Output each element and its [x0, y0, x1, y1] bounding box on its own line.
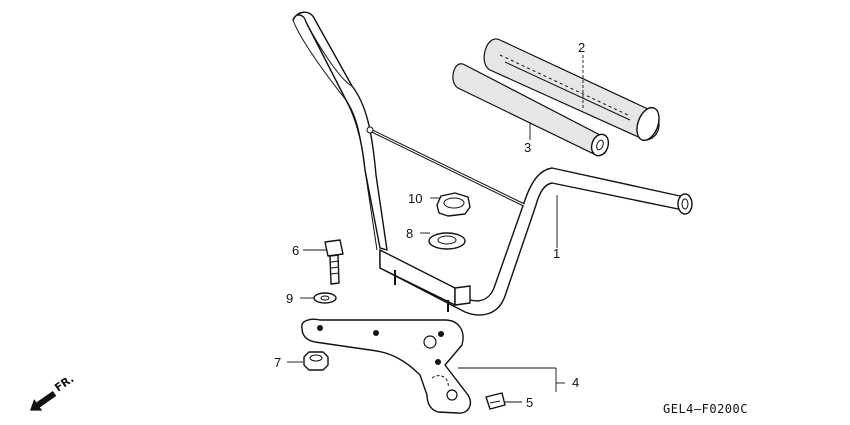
handlebar	[292, 11, 693, 316]
front-direction-label: FR.	[52, 372, 76, 394]
nut-lower	[303, 351, 329, 371]
grip-left	[483, 38, 660, 142]
callout-2: 2	[578, 40, 585, 55]
grip-right	[452, 63, 610, 157]
leader-lines	[287, 55, 584, 403]
callout-10: 10	[408, 191, 422, 206]
callout-8: 8	[406, 226, 413, 241]
callout-5: 5	[526, 395, 533, 410]
callout-7: 7	[274, 355, 281, 370]
diagram-code: GEL4–F0200C	[663, 402, 748, 416]
callout-1: 1	[553, 246, 560, 261]
washer-small	[313, 292, 337, 304]
washer-large	[428, 232, 466, 250]
bolt	[324, 239, 344, 285]
callout-4: 4	[572, 375, 579, 390]
nut-upper	[436, 192, 471, 217]
holder-assembly	[301, 318, 472, 414]
callout-6: 6	[292, 243, 299, 258]
front-direction-arrow	[29, 390, 57, 411]
callout-3: 3	[524, 140, 531, 155]
callout-9: 9	[286, 291, 293, 306]
clip	[485, 392, 506, 410]
